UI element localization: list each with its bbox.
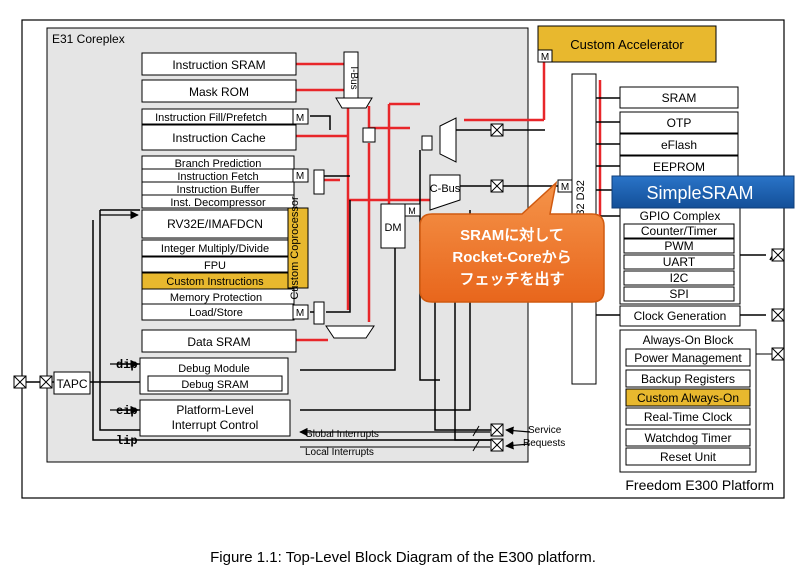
mul-label: Integer Multiply/Divide: [161, 243, 269, 255]
mask-rom-label: Mask ROM: [189, 85, 249, 99]
always-on-item-box: [625, 369, 751, 388]
m-port-fill: M: [296, 113, 304, 124]
cbus-buffer: [421, 135, 433, 151]
plic-label-1: Platform-Level: [176, 403, 253, 417]
cbus-label: C-Bus: [430, 183, 461, 195]
cbus-mux-top: [439, 117, 457, 163]
fetch-buffer: [313, 169, 325, 195]
always-on-item-box: [625, 388, 751, 407]
figure-caption: Figure 1.1: Top-Level Block Diagram of t…: [210, 549, 596, 566]
global-interrupts-label: Global Interrupts: [305, 429, 379, 440]
pbus-m-label: M: [561, 182, 569, 193]
periph-gpio: GPIO Complex: [640, 209, 721, 223]
accelerator-box: [537, 25, 717, 63]
coproc-label: Custom Coprocessor: [289, 196, 301, 300]
memprot-label: Memory Protection: [170, 292, 262, 304]
dma-label: DM: [384, 222, 401, 234]
fpu-label: FPU: [204, 260, 226, 272]
ibus-label: I-Bus: [348, 66, 359, 89]
always-on-item-box: [625, 447, 751, 466]
periph-sram: SRAM: [662, 91, 697, 105]
instr-sram-label: Instruction SRAM: [172, 58, 265, 72]
always-on-item: Watchdog Timer: [645, 431, 732, 445]
data-sram-label: Data SRAM: [187, 335, 250, 349]
service-label-2: Requests: [523, 438, 565, 449]
coreplex-title: E31 Coreplex: [52, 32, 125, 46]
always-on-item: Power Management: [634, 351, 742, 365]
local-interrupts-label: Local Interrupts: [305, 447, 374, 458]
pbus-m-port: [557, 179, 573, 193]
peripheral-blocks: SRAM OTP eFlash EEPROM GPIO Complex Coun…: [619, 86, 741, 327]
ibus-mux: [335, 97, 373, 109]
local-int-tick: [472, 440, 480, 452]
always-on-item: Real-Time Clock: [644, 410, 733, 424]
buffer-label: Instruction Buffer: [177, 184, 260, 196]
custom-instr-label: Custom Instructions: [166, 276, 264, 288]
periph-uart: UART: [663, 255, 696, 269]
fetch-label: Instruction Fetch: [177, 171, 258, 183]
periph-i2c: I2C: [670, 271, 689, 285]
debug-sram-label: Debug SRAM: [181, 379, 248, 391]
core-blocks: Instruction SRAM Mask ROM Instruction Fi…: [139, 52, 421, 437]
cbus-box: [429, 174, 461, 211]
service-label-1: Service: [528, 425, 562, 436]
simplesram-label: SimpleSRAM: [646, 183, 753, 203]
periph-eeprom: EEPROM: [653, 160, 705, 174]
cross-connectors: [13, 123, 785, 452]
periph-pwm: PWM: [664, 239, 693, 253]
periph-otp: OTP: [667, 116, 692, 130]
eip-label: eip: [116, 404, 138, 418]
loadstore-label: Load/Store: [189, 307, 243, 319]
always-on-item: Custom Always-On: [637, 391, 739, 405]
plic-label-2: Interrupt Control: [172, 418, 259, 432]
ls-buffer: [313, 301, 325, 325]
branch-label: Branch Prediction: [175, 158, 262, 170]
ibus-buffer: [362, 127, 376, 143]
rv32-label: RV32E/IMAFDCN: [167, 217, 263, 231]
callout-line-1: SRAMに対して: [460, 226, 564, 244]
fill-label: Instruction Fill/Prefetch: [155, 112, 267, 124]
decomp-label: Inst. Decompressor: [170, 197, 266, 209]
periph-eflash: eFlash: [661, 138, 697, 152]
always-on-item: Backup Registers: [641, 372, 735, 386]
always-on-item-box: [625, 428, 751, 447]
tapc-box: [53, 371, 91, 395]
accel-port-label: M: [541, 52, 549, 63]
callout-bubble: [419, 180, 605, 303]
m-port-ls: M: [296, 308, 304, 319]
always-on-item-box: [625, 407, 751, 426]
accel-port: [537, 49, 553, 63]
dbus-mux: [325, 325, 375, 339]
periph-spi: SPI: [669, 287, 688, 301]
callout-line-2: Rocket-Coreから: [452, 249, 571, 266]
lip-label: lip: [116, 434, 138, 448]
dip-label: dip: [116, 358, 138, 372]
always-on-title: Always-On Block: [643, 333, 735, 347]
icache-label: Instruction Cache: [172, 131, 266, 145]
global-int-tick: [472, 425, 480, 437]
simplesram-banner: [611, 175, 795, 209]
periph-counter: Counter/Timer: [641, 224, 717, 238]
m-port-dma: M: [408, 206, 416, 216]
always-on-item: Reset Unit: [660, 450, 717, 464]
accelerator-label: Custom Accelerator: [570, 37, 684, 52]
arrows: [100, 210, 531, 450]
callout-line-3: フェッチを出す: [459, 270, 564, 288]
always-on-item-box: [625, 348, 751, 367]
tapc-label: TAPC: [56, 377, 87, 391]
platform-title: Freedom E300 Platform: [625, 477, 774, 493]
m-port-fetch: M: [296, 171, 304, 182]
debug-label: Debug Module: [178, 363, 250, 375]
periph-clock: Clock Generation: [634, 309, 727, 323]
